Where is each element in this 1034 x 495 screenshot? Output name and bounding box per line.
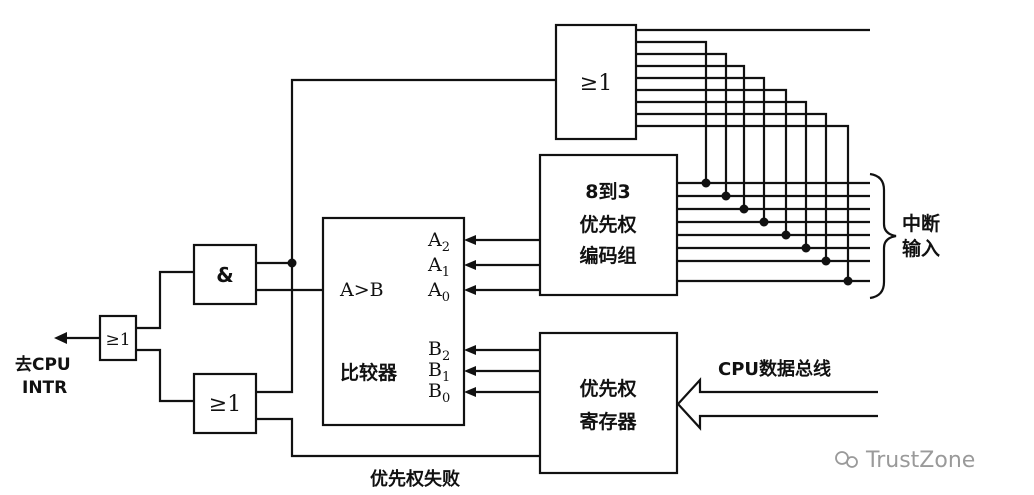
wire-priority-fail [256,417,540,458]
interrupt-input-bus [636,28,870,286]
and-symbol: & [216,263,233,287]
watermark-text: TrustZone [865,448,975,473]
priority-register [538,331,679,475]
junction-dot [287,258,297,268]
interrupt-line-1 [636,52,870,201]
comparator-agtb: A>B [339,279,384,301]
tap-dot-0 [701,178,711,188]
priority-fail-label: 优先权失败 [370,468,460,490]
comparator [321,216,466,427]
register-to-comparator-wires [464,345,540,397]
encoder-to-comparator-wires [464,235,540,295]
wire-or-bottom-to-or-left [136,348,194,403]
or-gate-top [554,23,638,141]
cpu-bus-label: CPU数据总线 [718,358,831,380]
or-gate-bottom [192,372,258,435]
b-port-0: B0 [428,380,450,406]
tap-dot-3 [759,217,769,227]
output-label-2: INTR [22,378,67,398]
tap-dot-1 [721,191,731,201]
a-port-1: A1 [427,254,450,280]
interrupt-line-7 [636,124,870,286]
tap-dot-5 [801,243,811,253]
tap-dot-6 [821,256,831,266]
or-top-symbol: ≥1 [580,71,612,96]
interrupt-line-3 [636,76,870,227]
tap-dot-2 [739,204,749,214]
register-line1: 优先权 [579,377,636,400]
watermark: TrustZone [835,448,975,473]
interrupt-line-4 [636,88,870,240]
encoder-line3: 编码组 [579,244,636,267]
register-line2: 寄存器 [579,410,637,433]
wire-junction-to-or-bottom [256,263,294,394]
cpu-bus-arrow [676,377,878,431]
b-port-2: B2 [428,338,450,364]
interrupt-line-0 [636,40,870,188]
arrow-intr-out [54,332,67,344]
tap-dot-7 [843,276,853,286]
and-gate [192,243,258,306]
a-port-0: A0 [427,279,450,305]
wiring [54,78,556,458]
interrupt-line-6 [636,112,870,266]
or-bottom-symbol: ≥1 [209,392,241,417]
or-left-symbol: ≥1 [105,330,130,350]
priority-encoder [538,153,679,297]
b-port-1: B1 [428,359,450,385]
interrupt-input-label-1: 中断 [902,212,940,235]
interrupt-line-5 [636,100,870,253]
output-label-1: 去CPU [15,354,71,375]
encoder-line1: 8到3 [585,181,630,203]
wire-or-top-to-junction [290,78,556,263]
or-gate-left [98,314,138,362]
interrupt-line-2 [636,64,870,214]
interrupt-input-brace [869,172,897,300]
comparator-label: 比较器 [340,361,398,384]
tap-dot-4 [781,230,791,240]
interrupt-input-label-2: 输入 [902,237,940,260]
a-port-2: A2 [427,229,450,255]
wire-and-to-or-left [136,270,194,330]
encoder-line2: 优先权 [579,213,636,236]
